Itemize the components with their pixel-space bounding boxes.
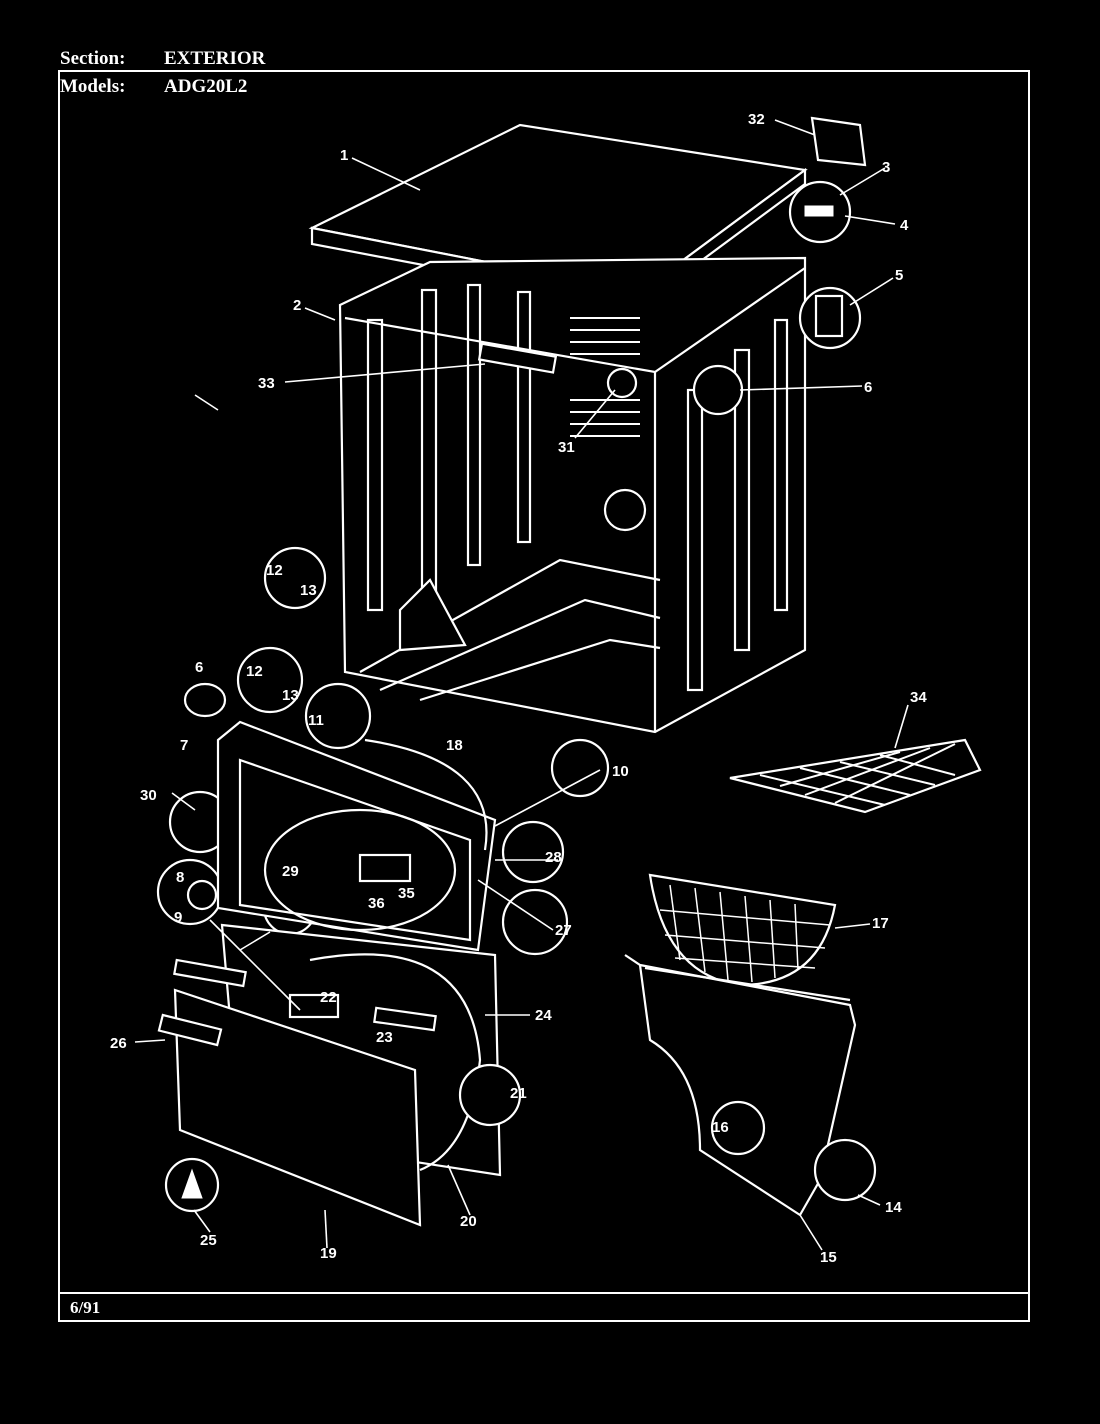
part-11-detail [304, 682, 372, 750]
callout-32: 32 [748, 111, 765, 128]
callout-16: 16 [712, 1119, 729, 1136]
side-rib-4 [516, 290, 532, 544]
part-21-detail [458, 1063, 522, 1127]
callout-9: 9 [174, 909, 182, 926]
cabinet-base-rail-2 [379, 598, 661, 692]
side-rib-3 [466, 283, 482, 567]
rear-port [606, 367, 638, 399]
part-26-strip [157, 1013, 223, 1047]
callout-4: 4 [900, 217, 909, 234]
callout-27: 27 [555, 922, 572, 939]
callout-7-label: 7 [180, 737, 188, 754]
part-23-handle [373, 1006, 437, 1032]
footer-divider [58, 1292, 1030, 1294]
callout-13-a: 13 [300, 582, 317, 599]
side-rib-6 [733, 348, 751, 652]
part-35-36-switch [358, 853, 412, 883]
callout-6: 6 [864, 379, 872, 396]
part-8-9-detail [156, 858, 224, 926]
callout-36: 36 [368, 895, 385, 912]
part-25-foot [181, 1168, 203, 1199]
cabinet-brace [477, 342, 558, 374]
rack-grid-lines [759, 743, 956, 806]
front-panel [216, 720, 497, 952]
callout-20: 20 [460, 1213, 477, 1230]
callout-5: 5 [895, 267, 903, 284]
part-17-lint-filter [648, 873, 837, 987]
callout-31: 31 [558, 439, 575, 456]
callout-18: 18 [446, 737, 463, 754]
callout-12-b: 12 [246, 663, 263, 680]
part-5-clip [814, 294, 844, 338]
callout-28: 28 [545, 849, 562, 866]
callout-26: 26 [110, 1035, 127, 1052]
part-4-clip [804, 205, 834, 217]
callout-34: 34 [910, 689, 927, 706]
duct-upper-edge [644, 966, 851, 1002]
drum-opening [263, 808, 457, 932]
part-28-detail [501, 820, 565, 884]
cabinet-top-edge [344, 267, 806, 374]
rear-opening [603, 488, 647, 532]
lint-filter-mesh [659, 884, 831, 983]
part-24-gasket [309, 953, 482, 1172]
callout-3: 3 [882, 159, 890, 176]
section-label: Section: [60, 48, 126, 69]
callout-33: 33 [258, 375, 275, 392]
diagram-frame [58, 70, 1030, 1322]
part-10-detail [550, 738, 610, 798]
part-32-bracket [810, 116, 867, 167]
cabinet-base-rail-3 [419, 638, 661, 702]
callout-10: 10 [612, 763, 629, 780]
models-value: ADG20L2 [164, 76, 248, 97]
callout-25: 25 [200, 1232, 217, 1249]
part-27-detail [501, 888, 569, 956]
side-rib-7 [773, 318, 789, 612]
part-12-13-front-detail [236, 646, 304, 714]
rear-vent-slots [570, 317, 640, 437]
part-8-knob [186, 879, 218, 911]
callout-23: 23 [376, 1029, 393, 1046]
top-strip [173, 958, 247, 988]
callout-30: 30 [140, 787, 157, 804]
callout-6-b: 6 [195, 659, 203, 676]
part-16-detail [710, 1100, 766, 1156]
callout-21: 21 [510, 1085, 527, 1102]
cabinet-support-bracket [398, 578, 467, 652]
leader-lines [134, 119, 909, 1251]
side-rib-1 [366, 318, 384, 612]
part-6-plug-front [183, 682, 227, 718]
callout-15: 15 [820, 1249, 837, 1266]
callout-11: 11 [308, 712, 324, 729]
models-label: Models: [60, 76, 126, 97]
part-22-window [288, 993, 340, 1019]
part-19-door-panel [173, 988, 422, 1227]
callout-17: 17 [872, 915, 889, 932]
part-15-duct [624, 954, 857, 1217]
callout-35: 35 [398, 885, 415, 902]
callout-24: 24 [535, 1007, 552, 1024]
section-value: EXTERIOR [164, 48, 266, 69]
callout-14: 14 [885, 1199, 902, 1216]
part-6-plug [692, 364, 744, 416]
footer-date: 6/91 [70, 1298, 101, 1317]
part-18-seal [364, 738, 488, 851]
callout-12-a: 12 [266, 562, 283, 579]
callout-13-b: 13 [282, 687, 299, 704]
part-14-blower [813, 1138, 877, 1202]
part-12-13-detail-circle [263, 546, 327, 610]
callout-2: 2 [293, 297, 301, 314]
callout-22: 22 [320, 989, 337, 1006]
callout-1: 1 [340, 147, 348, 164]
callout-19: 19 [320, 1245, 337, 1262]
callout-8: 8 [176, 869, 184, 886]
callout-29: 29 [282, 863, 299, 880]
